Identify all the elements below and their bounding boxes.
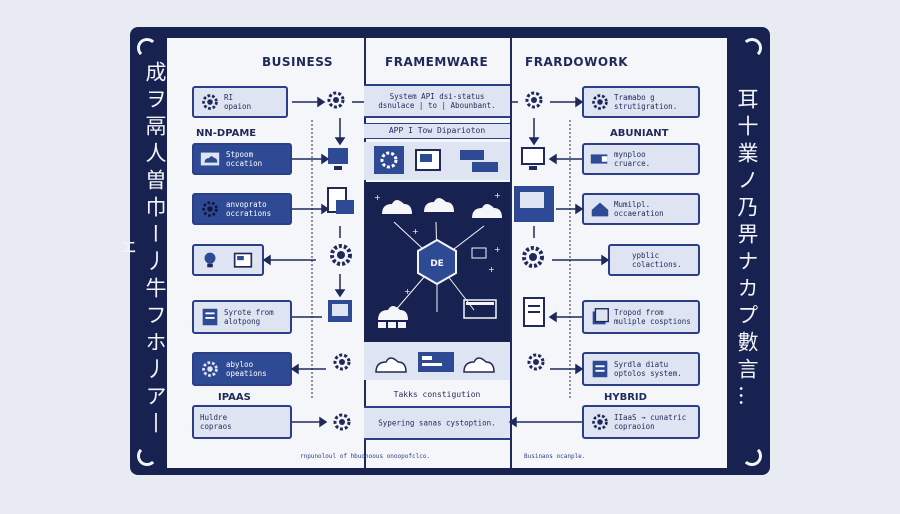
monitor-icon xyxy=(328,148,348,170)
caption-left: rnpunoloul of hbuonoous onoopofclco. xyxy=(300,453,431,460)
header-frardowork: FRARDOWORK xyxy=(525,55,629,69)
right-box-3: Mumilpl. occaeration xyxy=(582,193,700,225)
right-box-7: IIaaS → cunatric copraoion xyxy=(582,405,700,439)
caption-right: Businaos ocanple. xyxy=(524,453,586,460)
hub-label: DE xyxy=(430,259,444,269)
window-icon xyxy=(328,300,352,322)
monitor-icon xyxy=(521,147,545,170)
right-box-1: Tramabo g strutigration. xyxy=(582,86,700,118)
gear-icon xyxy=(202,201,218,217)
left-side-text: 成ヲ鬲人曽巾ー丿牛フホ丿ア丨ェ xyxy=(113,61,167,439)
corner-ornament xyxy=(137,38,157,58)
section-label-left-bottom: IPAAS xyxy=(218,392,251,403)
lightbulb-icon xyxy=(204,252,216,268)
window-icon xyxy=(415,149,441,171)
left-box-1: RI opaion xyxy=(192,86,288,118)
left-box-3: anvoprato occrations xyxy=(192,193,292,225)
svg-text:+: + xyxy=(488,265,495,274)
gear-icon xyxy=(202,361,218,377)
cloud-network-graphic: DE + + + + + + xyxy=(374,191,502,328)
section-label-right-bottom: HYBRID xyxy=(604,392,647,403)
document-icon xyxy=(592,308,609,325)
gear-icon xyxy=(592,94,608,110)
panel-icon xyxy=(233,252,253,268)
document-icon xyxy=(523,297,545,327)
right-box-2: mynploo cruarce. xyxy=(582,143,700,175)
svg-text:+: + xyxy=(374,193,381,202)
left-box-4 xyxy=(192,244,264,276)
gear-icon xyxy=(527,353,545,371)
center-strip-bottom: Takks constigution xyxy=(393,390,481,399)
cloud-server-icons xyxy=(375,352,495,373)
card-icon xyxy=(590,154,608,164)
document-icon xyxy=(202,308,218,326)
center-top-box: System API dsi-status dsnulace | to | Ab… xyxy=(364,84,510,118)
right-box-5: Tropod from muliple cosptions xyxy=(582,300,700,334)
cloud-icon xyxy=(200,152,220,166)
gear-icon xyxy=(374,146,404,174)
gear-icon xyxy=(525,91,543,109)
document-icon xyxy=(592,360,608,378)
column-divider xyxy=(510,38,512,468)
svg-text:+: + xyxy=(494,191,501,200)
center-bottom-box: Sypering sanas cystoption. xyxy=(364,406,510,440)
house-icon xyxy=(591,202,609,217)
right-box-4: ypblic colactions. xyxy=(608,244,700,276)
svg-text:+: + xyxy=(404,287,411,296)
gear-icon xyxy=(327,91,345,109)
left-box-2: Stpoom occation xyxy=(192,143,292,175)
right-side-text: 耳十業ノ乃畀ナカプ數言… xyxy=(735,88,759,412)
document-icon xyxy=(327,187,354,214)
left-box-6: abyloo opeations xyxy=(192,352,292,386)
right-box-6: Syrdla diatu optolos system. xyxy=(582,352,700,386)
center-strip-top: APP I Tow Diparioton xyxy=(364,123,510,139)
svg-text:+: + xyxy=(412,227,419,236)
header-business: BUSINESS xyxy=(262,55,333,69)
blocks-icon xyxy=(460,150,498,172)
gear-icon xyxy=(330,244,352,266)
left-box-5: Syrote from alotpong xyxy=(192,300,292,334)
svg-text:+: + xyxy=(494,245,501,254)
left-box-7: Huldre copraos xyxy=(192,405,292,439)
gear-icon xyxy=(522,246,544,268)
section-label-left-mid: NN-DPAME xyxy=(196,128,257,139)
gear-icon xyxy=(202,94,218,110)
gear-icon xyxy=(592,414,608,430)
screen-icon xyxy=(514,186,554,222)
gear-icon xyxy=(333,413,351,431)
gear-icon xyxy=(333,353,351,371)
header-framemware: FRAMEMWARE xyxy=(385,55,489,69)
section-label-right-mid: ABUNIANT xyxy=(610,128,669,139)
